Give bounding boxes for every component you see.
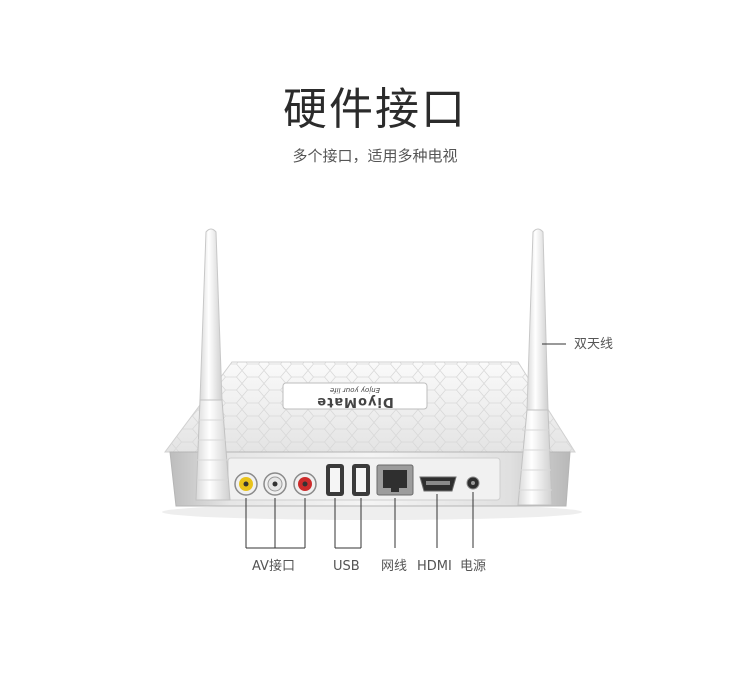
av-white-jack bbox=[263, 472, 287, 496]
av-red-jack bbox=[293, 472, 317, 496]
usb-port-label: USB bbox=[333, 559, 360, 574]
av-port-label: AV接口 bbox=[252, 559, 295, 574]
left-antenna bbox=[195, 228, 231, 501]
usb-port-2 bbox=[352, 464, 370, 496]
hdmi-port-label: HDMI bbox=[417, 559, 452, 574]
brand-text: DiyoMate bbox=[316, 394, 394, 409]
power-port-label: 电源 bbox=[460, 559, 487, 574]
usb-callout-bracket bbox=[334, 498, 362, 549]
page-subtitle: 多个接口，适用多种电视 bbox=[292, 147, 458, 165]
device-shadow bbox=[162, 504, 582, 520]
lan-port-label: 网线 bbox=[381, 559, 408, 574]
hdmi-port bbox=[419, 476, 457, 492]
slogan-text: Enjoy your life bbox=[329, 386, 381, 394]
right-antenna bbox=[517, 228, 553, 506]
device-logo-plate bbox=[282, 382, 428, 410]
lan-port bbox=[376, 464, 414, 496]
power-port bbox=[466, 476, 480, 490]
av-yellow-jack bbox=[234, 472, 258, 496]
av-callout-bracket bbox=[245, 498, 306, 549]
usb-port-1 bbox=[326, 464, 344, 496]
device-brand-logo: DiyoMate Enjoy your life bbox=[283, 383, 427, 409]
page-title: 硬件接口 bbox=[283, 84, 467, 135]
antenna-label: 双天线 bbox=[574, 337, 614, 352]
